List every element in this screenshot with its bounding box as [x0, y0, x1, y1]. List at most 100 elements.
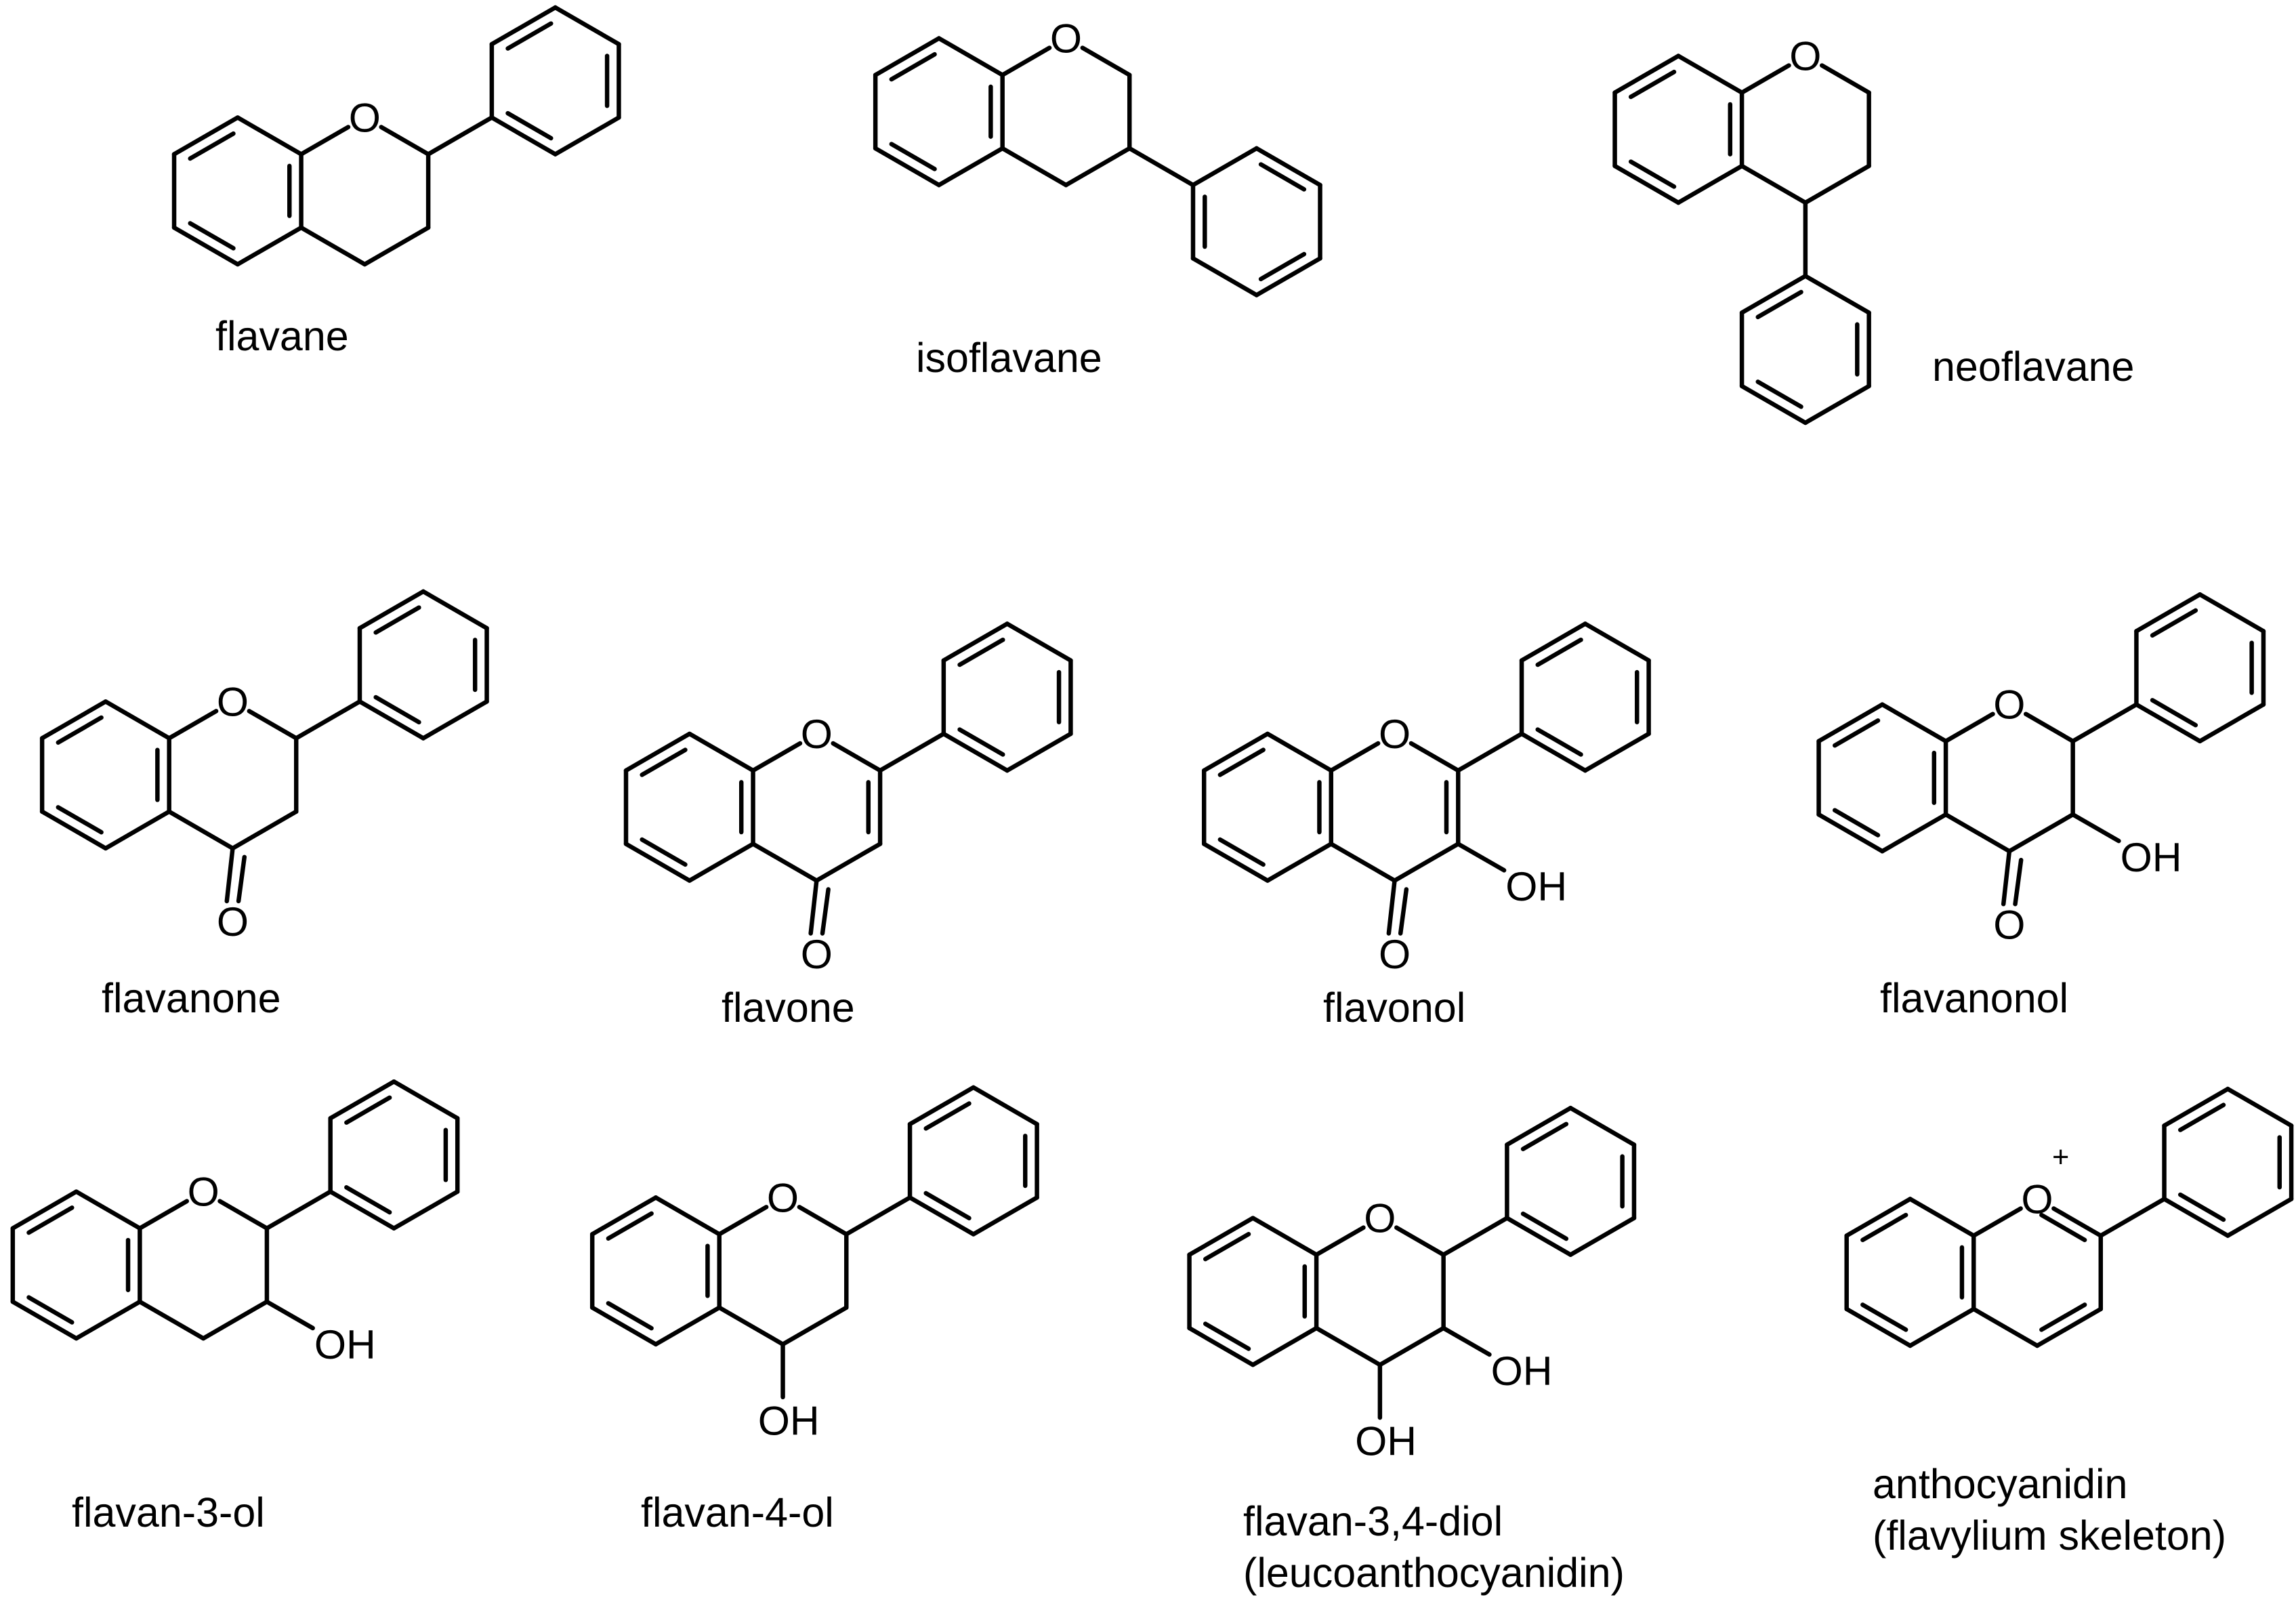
bond-benzo — [589, 1195, 659, 1237]
bond-aryl — [2098, 1197, 2167, 1238]
bond-c8a-o — [167, 709, 219, 741]
bond-c4-o — [224, 846, 235, 904]
structure-flavan-4-ol: O OH — [589, 1085, 1039, 1443]
ring-oxygen: O — [767, 1174, 799, 1220]
bond-phenyl — [421, 589, 489, 631]
bond-benzo — [623, 731, 692, 773]
label-neoflavane: neoflavane — [1932, 344, 2135, 390]
bond-phenyl — [2162, 1197, 2230, 1238]
phenyl-ring — [2134, 592, 2266, 744]
bond-o-c2 — [2023, 711, 2075, 744]
structure-neoflavane: O — [1612, 33, 1871, 426]
bond-o-c2 — [379, 125, 431, 157]
bond-phenyl — [2226, 1197, 2294, 1238]
bond-phenyl — [971, 1195, 1039, 1237]
structure-flavan-3-ol: OOH — [10, 1079, 460, 1367]
bond-c8a-o — [1314, 1225, 1366, 1257]
bond-benzo — [1676, 163, 1745, 205]
bond-double-inner — [1203, 1232, 1251, 1262]
bond-c8a-o — [1329, 741, 1381, 773]
bond-c8a-o — [1943, 711, 1995, 744]
bond-o-c2 — [831, 741, 883, 773]
bond-c3-c4 — [1064, 146, 1132, 188]
bond-c3-oh — [1441, 1325, 1492, 1357]
ring-oxygen: O — [217, 678, 249, 724]
bond-benzo — [1265, 731, 1334, 773]
bond-phenyl — [907, 1195, 976, 1237]
bond-c3-oh — [2070, 812, 2121, 844]
bond-c4-c4a — [1943, 812, 2012, 854]
label-flavylium-skeleton: (flavylium skeleton) — [1873, 1512, 2227, 1559]
bond-c4-c4a — [167, 809, 235, 851]
carbonyl-oxygen: O — [217, 899, 249, 945]
bond-benzo — [103, 699, 171, 741]
bond-o-c2 — [1819, 63, 1871, 95]
carbonyl-oxygen: O — [1993, 901, 2025, 947]
bond-double-inner — [957, 637, 1005, 667]
hydroxyl-c3: OH — [314, 1321, 376, 1367]
bond-benzo — [653, 1305, 722, 1347]
bond-phenyl — [1254, 146, 1322, 188]
bond-aryl — [1127, 146, 1196, 188]
bond-double-inner — [1217, 747, 1266, 777]
bond-double-inner — [1258, 162, 1307, 192]
bond-c4-c4a — [1314, 1325, 1383, 1367]
bond-double-inner — [2039, 1302, 2087, 1332]
bond-c4-o — [808, 878, 819, 936]
bond-benzo — [1612, 163, 1681, 205]
bond-phenyl — [941, 731, 1009, 773]
bond-double-inner — [26, 1205, 75, 1235]
label-flavanone: flavanone — [102, 975, 281, 1021]
bond-o-c2 — [2051, 1206, 2104, 1238]
hydroxyl-c4: OH — [758, 1397, 820, 1443]
bond-double-inner — [1755, 289, 1803, 320]
bond-double-inner — [1258, 251, 1307, 282]
bond-o-c2 — [1080, 45, 1132, 77]
hydroxyl-c3: OH — [1505, 863, 1567, 909]
bond-c4-c4a — [1739, 163, 1808, 205]
bond-double-inner — [606, 1301, 654, 1331]
bond-benzo — [1265, 842, 1334, 883]
bond-double-inner — [1203, 1321, 1251, 1351]
bond-o-c2 — [247, 709, 299, 741]
bond-c3-c4 — [780, 1305, 849, 1347]
bond-phenyl — [392, 1189, 460, 1231]
bond-phenyl — [1190, 146, 1259, 188]
bond-double-inner — [2150, 698, 2198, 728]
bond-double-inner — [889, 142, 937, 171]
phenyl-ring — [941, 621, 1073, 773]
carbonyl-oxygen: O — [1379, 931, 1411, 977]
bond-phenyl — [1254, 256, 1322, 297]
ring-oxygen: O — [1789, 33, 1821, 79]
structure-flavone: OO — [623, 621, 1073, 977]
label-flavan-3-ol: flavan-3-ol — [72, 1489, 265, 1535]
bond-phenyl — [553, 115, 621, 157]
bond-c4-c4a — [138, 1299, 206, 1341]
bond-c4-o-double — [236, 854, 247, 904]
bond-benzo — [235, 225, 304, 267]
bond-double-inner — [923, 1101, 972, 1131]
phenyl-ring — [1505, 1105, 1637, 1257]
hydroxyl-c4: OH — [1355, 1418, 1417, 1464]
bond-c4-c4a — [1971, 1306, 2040, 1348]
label-flavanonol: flavanonol — [1880, 975, 2069, 1021]
bond-benzo — [1880, 702, 1948, 744]
bond-benzo — [1908, 1306, 1976, 1348]
bond-c3-c4 — [814, 842, 883, 883]
bond-phenyl — [2226, 1086, 2294, 1128]
phenyl-ring — [1190, 146, 1322, 297]
bond-double-inner — [373, 605, 421, 635]
bond-c3-c4 — [230, 809, 299, 851]
bond-double-inner — [1520, 1211, 1569, 1241]
bond-c4-c4a — [1329, 842, 1397, 883]
bond-double-inner — [640, 747, 688, 777]
bond-double-inner — [1520, 1121, 1569, 1151]
bond-phenyl — [357, 699, 426, 741]
bond-phenyl — [1190, 256, 1259, 297]
bond-benzo — [171, 225, 241, 267]
bond-phenyl — [1568, 1216, 1637, 1257]
phenyl-ring — [1519, 621, 1651, 773]
bond-phenyl — [1005, 731, 1073, 773]
bond-benzo — [103, 809, 171, 851]
